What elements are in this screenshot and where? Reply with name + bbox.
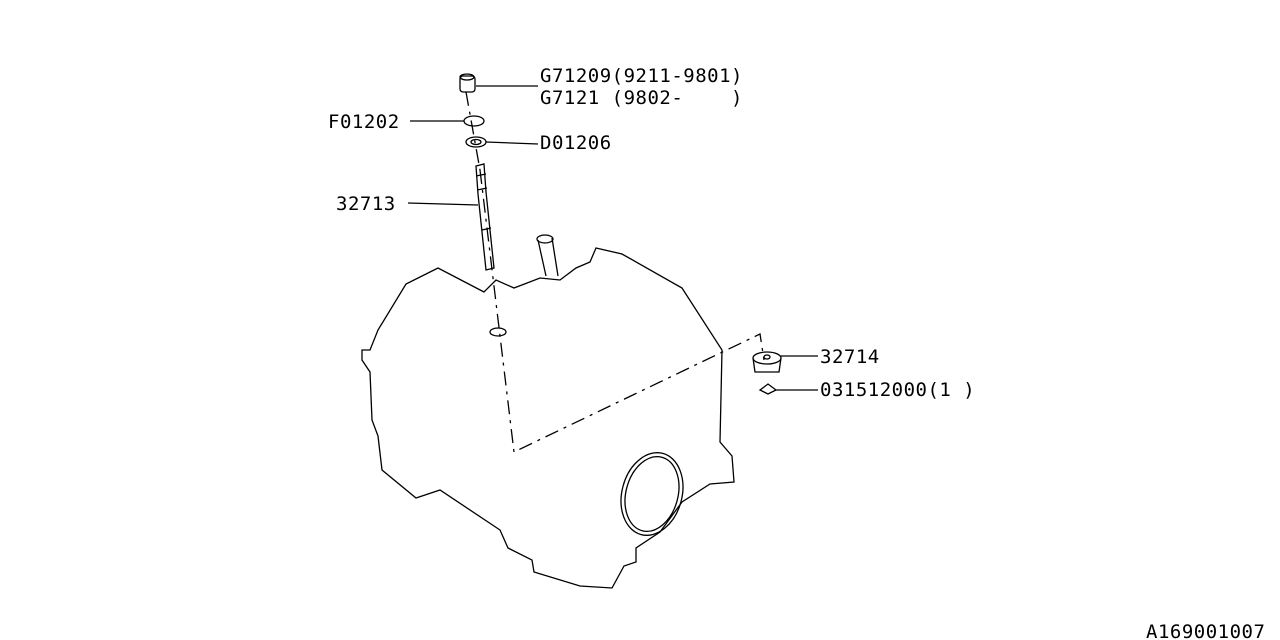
diagram-code: A169001007	[1146, 621, 1265, 640]
part-label-32714: 32714	[820, 346, 880, 368]
part-label-g71209: G71209(9211-9801)	[540, 65, 743, 87]
clip-icon	[463, 115, 485, 127]
level-gauge-tube-icon	[475, 163, 495, 271]
washer-icon	[465, 136, 487, 148]
plug-icon	[459, 73, 476, 93]
part-label-32713: 32713	[336, 193, 396, 215]
transmission-housing	[361, 234, 735, 589]
part-label-g7121: G7121 (9802- )	[540, 87, 743, 109]
part-label-f01202: F01202	[328, 111, 400, 133]
part-label-d01206: D01206	[540, 132, 612, 154]
centerline-level-gauge	[465, 91, 765, 453]
gear-icon	[752, 351, 782, 373]
snap-ring-icon	[758, 383, 778, 395]
part-label-031512000: 031512000(1 )	[820, 379, 975, 401]
